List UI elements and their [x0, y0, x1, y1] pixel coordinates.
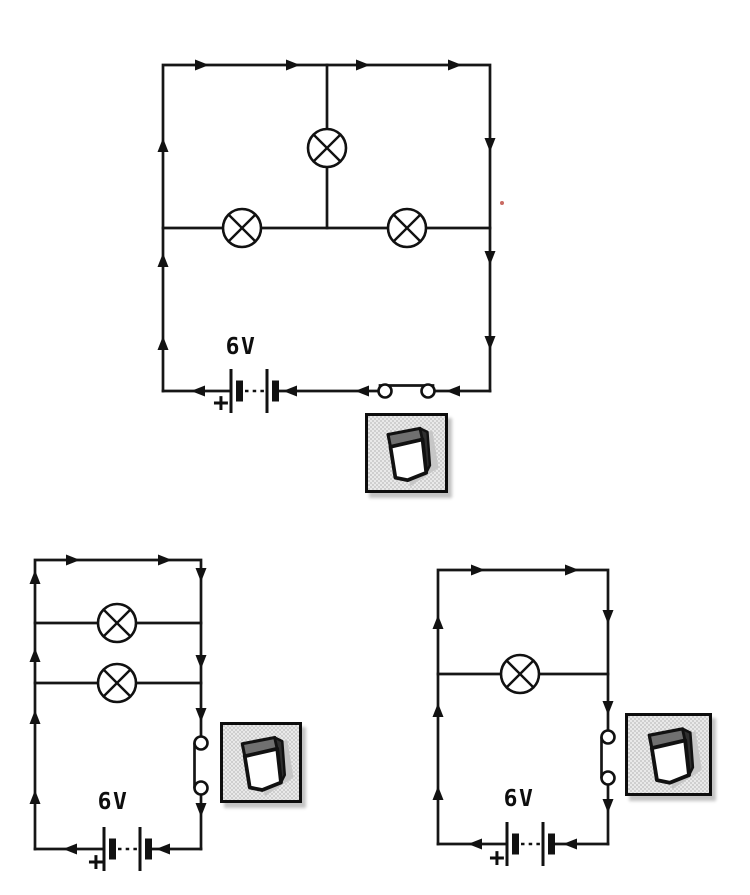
battery-icon[interactable]: 6V +	[489, 786, 557, 873]
lamp-icon[interactable]	[499, 653, 541, 695]
lamp-icon[interactable]	[386, 207, 428, 249]
lamp-icon[interactable]	[306, 127, 348, 169]
lamp-icon[interactable]	[221, 207, 263, 249]
rocker-switch-button-left[interactable]	[220, 722, 302, 803]
battery-voltage-label: 6V	[226, 334, 257, 360]
stray-red-dot	[500, 201, 504, 205]
battery-voltage-label: 6V	[504, 786, 535, 812]
lamp-icon[interactable]	[96, 602, 138, 644]
battery-icon[interactable]: 6V +	[88, 789, 154, 877]
battery-voltage-label: 6V	[98, 789, 129, 815]
circuit-two-lamps: 6V +	[29, 554, 209, 877]
switch-icon[interactable]	[600, 729, 616, 786]
battery-icon[interactable]: 6V +	[213, 334, 281, 418]
battery-plus-label: +	[213, 388, 229, 418]
rocker-icon	[240, 735, 294, 797]
circuit-single-lamp: 6V +	[432, 564, 616, 873]
battery-plus-label: +	[88, 847, 104, 877]
switch-icon[interactable]	[193, 735, 209, 796]
lamp-icon[interactable]	[96, 662, 138, 704]
rocker-icon	[647, 727, 702, 790]
rocker-icon	[386, 426, 439, 487]
rocker-switch-button-top[interactable]	[365, 413, 448, 493]
switch-icon[interactable]	[377, 383, 436, 399]
wires	[161, 63, 492, 393]
circuit-three-lamps: 6V +	[157, 59, 504, 418]
battery-plus-label: +	[489, 843, 505, 873]
rocker-switch-button-right[interactable]	[625, 713, 712, 796]
